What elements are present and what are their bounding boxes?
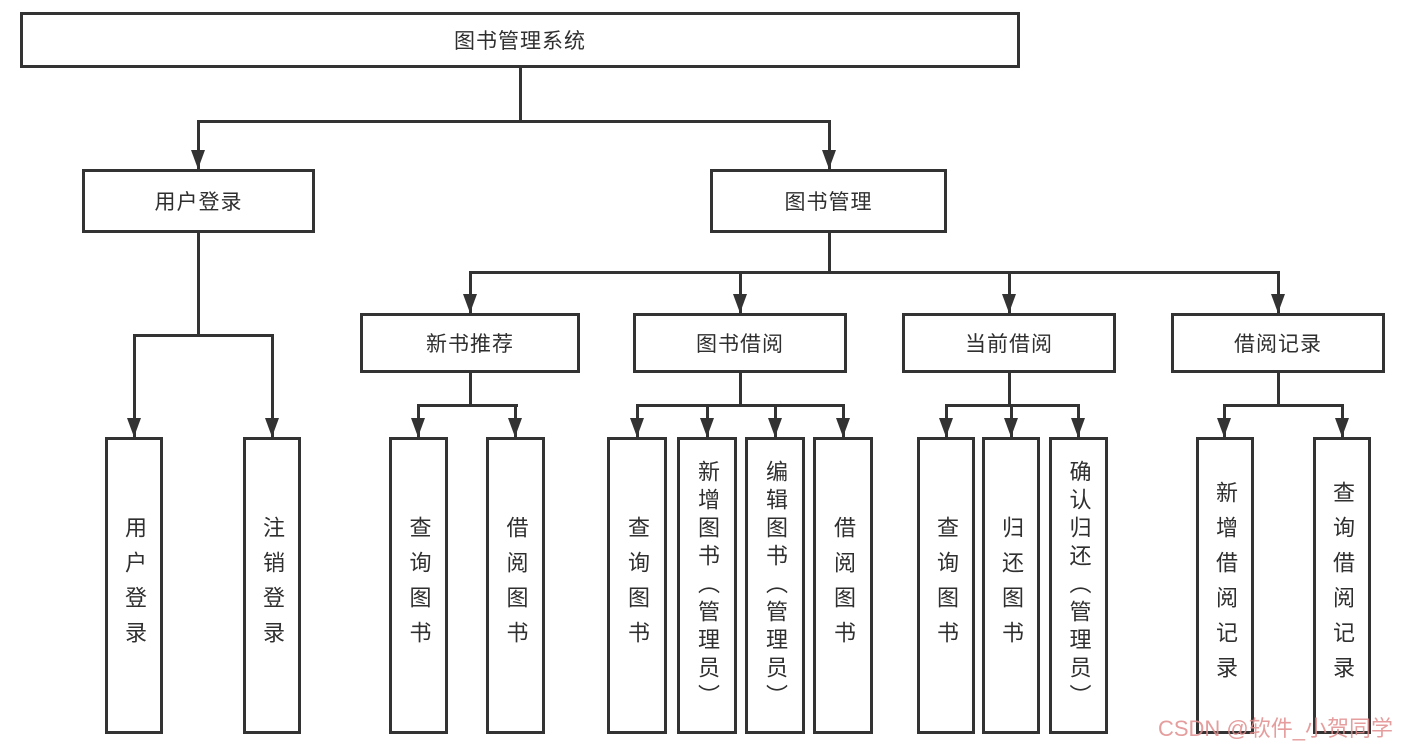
leaf-edit-book-admin: 编辑图书（管理员） — [745, 437, 805, 734]
arrow-down-icon — [411, 418, 425, 437]
arrow-down-icon — [939, 418, 953, 437]
connector-root-trunk — [519, 65, 522, 120]
node-current-borrow-label: 当前借阅 — [965, 333, 1053, 356]
leaf-return-books: 归还图书 — [982, 437, 1040, 734]
node-root-label: 图书管理系统 — [454, 30, 586, 53]
connector-modules-rail — [469, 271, 1280, 274]
leaf-user-login: 用户登录 — [105, 437, 163, 734]
leaf-confirm-return-admin: 确认归还（管理员） — [1049, 437, 1108, 734]
leaf-query-borrow-record-label: 查询借阅记录 — [1330, 480, 1355, 691]
arrow-down-icon — [127, 418, 141, 437]
leaf-borrow-books-1: 借阅图书 — [486, 437, 545, 734]
arrow-down-icon — [1217, 418, 1231, 437]
arrow-down-icon — [733, 294, 747, 313]
leaf-add-borrow-record-label: 新增借阅记录 — [1213, 480, 1238, 691]
arrow-down-icon — [1002, 294, 1016, 313]
connector-module3-trunk — [1277, 373, 1280, 407]
leaf-user-login-label: 用户登录 — [122, 515, 147, 656]
node-borrow-records-label: 借阅记录 — [1234, 333, 1322, 356]
leaf-borrow-books-1-label: 借阅图书 — [503, 515, 529, 656]
node-new-book-recommend: 新书推荐 — [360, 313, 580, 373]
arrow-down-icon — [463, 294, 477, 313]
leaf-edit-book-admin-label: 编辑图书（管理员） — [763, 459, 788, 712]
connector-module1-rail — [636, 404, 845, 407]
arrow-down-icon — [1071, 418, 1085, 437]
leaf-add-book-admin-label: 新增图书（管理员） — [695, 459, 720, 712]
arrow-down-icon — [630, 418, 644, 437]
leaf-query-borrow-record: 查询借阅记录 — [1313, 437, 1371, 734]
arrow-down-icon — [700, 418, 714, 437]
leaf-query-books-1: 查询图书 — [389, 437, 448, 734]
leaf-query-books-2: 查询图书 — [607, 437, 667, 734]
connector-user-login-rail — [133, 334, 274, 337]
connector-stub-user-login — [197, 120, 200, 169]
node-current-borrow: 当前借阅 — [902, 313, 1116, 373]
connector-module2-trunk — [1008, 373, 1011, 407]
connector-stub-leaf — [271, 334, 274, 437]
connector-level2-rail — [197, 120, 831, 123]
leaf-logout: 注销登录 — [243, 437, 301, 734]
leaf-return-books-label: 归还图书 — [999, 515, 1024, 656]
connector-stub-leaf — [133, 334, 136, 437]
leaf-confirm-return-admin-label: 确认归还（管理员） — [1066, 459, 1092, 712]
arrow-down-icon — [1335, 418, 1349, 437]
arrow-down-icon — [836, 418, 850, 437]
arrow-down-icon — [768, 418, 782, 437]
connector-module1-trunk — [739, 373, 742, 407]
node-book-borrow-label: 图书借阅 — [696, 333, 784, 356]
connector-module0-rail — [417, 404, 518, 407]
node-book-borrow: 图书借阅 — [633, 313, 847, 373]
csdn-watermark: CSDN @软件_小贺同学 — [1157, 716, 1393, 741]
connector-module0-trunk — [469, 373, 472, 407]
node-root: 图书管理系统 — [20, 12, 1020, 68]
connector-stub-module — [469, 271, 472, 313]
leaf-add-borrow-record: 新增借阅记录 — [1196, 437, 1254, 734]
connector-stub-module — [1277, 271, 1280, 313]
node-user-login-label: 用户登录 — [154, 191, 243, 214]
connector-user-login-trunk — [197, 233, 200, 337]
leaf-add-book-admin: 新增图书（管理员） — [677, 437, 737, 734]
connector-module3-rail — [1223, 404, 1344, 407]
node-borrow-records: 借阅记录 — [1171, 313, 1385, 373]
connector-book-management-trunk — [828, 233, 831, 274]
arrow-down-icon — [1271, 294, 1285, 313]
leaf-query-books-2-label: 查询图书 — [625, 515, 650, 656]
connector-stub-book-management — [828, 120, 831, 169]
node-book-management: 图书管理 — [710, 169, 947, 233]
arrow-down-icon — [508, 418, 522, 437]
arrow-down-icon — [1004, 418, 1018, 437]
node-new-book-recommend-label: 新书推荐 — [426, 333, 514, 356]
leaf-query-books-3: 查询图书 — [917, 437, 975, 734]
leaf-query-books-3-label: 查询图书 — [934, 515, 959, 656]
arrow-down-icon — [265, 418, 279, 437]
leaf-borrow-books-2-label: 借阅图书 — [831, 515, 856, 656]
leaf-borrow-books-2: 借阅图书 — [813, 437, 873, 734]
arrow-down-icon — [191, 150, 205, 169]
node-book-management-label: 图书管理 — [784, 191, 873, 214]
connector-stub-module — [739, 271, 742, 313]
connector-stub-module — [1008, 271, 1011, 313]
arrow-down-icon — [822, 150, 836, 169]
leaf-logout-label: 注销登录 — [260, 515, 285, 656]
node-user-login: 用户登录 — [82, 169, 315, 233]
leaf-query-books-1-label: 查询图书 — [406, 515, 432, 656]
